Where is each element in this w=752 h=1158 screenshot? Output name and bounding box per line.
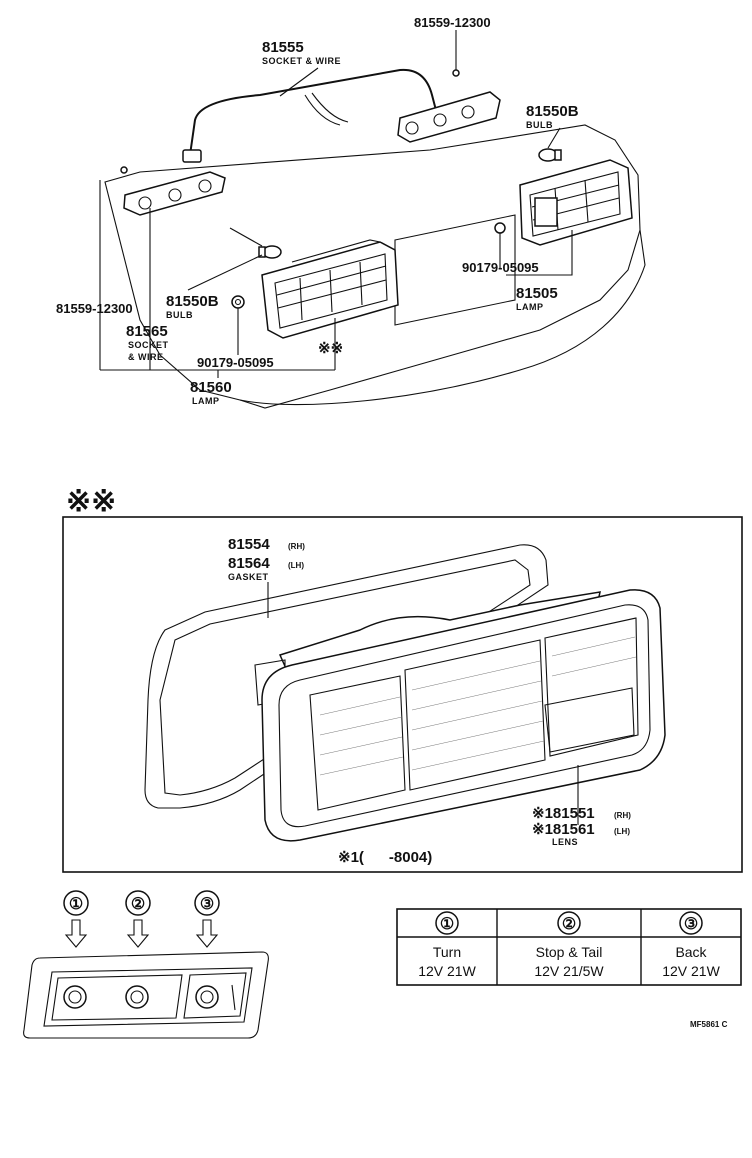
grommet-right <box>494 222 506 234</box>
bulb-right <box>538 148 562 162</box>
detail-exploded-lamp <box>144 544 666 842</box>
car-body-outline <box>104 124 641 409</box>
lens-rim <box>261 589 666 842</box>
lens-crosshatch <box>544 687 635 753</box>
label-lens-rh-side: (RH) <box>614 811 631 820</box>
bulb-table: ① ② ③ Turn Stop & Tail Back 12V 21W 12V … <box>396 908 742 986</box>
wire-lead-2 <box>311 92 349 123</box>
caption-81560: LAMP <box>192 396 220 406</box>
leader-lines <box>99 30 573 378</box>
caption-81555: SOCKET & WIRE <box>262 56 341 66</box>
screw-top <box>452 69 460 77</box>
table-cell-rating-2: 12V 21/5W <box>534 963 604 979</box>
label-81550b-right: 81550B <box>526 103 579 120</box>
screw-left <box>120 166 128 174</box>
socket-holder-left <box>123 171 226 216</box>
caption-81565-b: & WIRE <box>128 352 164 362</box>
detail-header-mark: ※※ <box>66 485 116 518</box>
figure-code: MF5861 C <box>690 1020 728 1029</box>
detail-note: ※1( -8004) <box>338 849 432 866</box>
label-gasket-lh: 81564 <box>228 555 270 572</box>
marker-2: ② <box>131 896 145 913</box>
wire-lead-1 <box>304 94 341 126</box>
detail-frame <box>62 516 743 873</box>
socket-position-illustration: ① ② ③ <box>23 890 269 1039</box>
label-81550b-left: 81550B <box>166 293 219 310</box>
lens-segment-3 <box>544 617 639 757</box>
socket-wire-harness <box>189 68 439 156</box>
lens-segment-2 <box>404 639 546 791</box>
caption-gasket: GASKET <box>228 572 269 582</box>
caption-81550b-right: BULB <box>526 120 553 130</box>
trunk-panel-edge <box>239 229 646 406</box>
label-81565: 81565 <box>126 323 168 340</box>
socket-hole-1 <box>63 985 87 1009</box>
label-81559-top: 81559-12300 <box>414 15 491 30</box>
label-81505: 81505 <box>516 285 558 302</box>
socket-plate-outer <box>23 951 269 1039</box>
table-cell-function-3: Back <box>675 944 707 960</box>
table-header-2: ② <box>562 916 576 933</box>
table-cell-function-1: Turn <box>433 944 461 960</box>
arrow-1 <box>64 919 88 948</box>
ref-mark-top: ※※ <box>318 340 343 357</box>
label-gasket-rh: 81554 <box>228 536 270 553</box>
table-cell-function-2: Stop & Tail <box>536 944 603 960</box>
label-81555: 81555 <box>262 39 304 56</box>
bulb-left <box>258 245 282 259</box>
caption-81565-a: SOCKET <box>128 340 169 350</box>
label-lens-rh: ※181551 <box>532 805 595 822</box>
label-81560: 81560 <box>190 379 232 396</box>
table-header-1: ① <box>440 916 454 933</box>
lens-segment-1 <box>309 675 406 811</box>
label-81559-left: 81559-12300 <box>56 301 133 316</box>
caption-81505: LAMP <box>516 302 544 312</box>
grommet-left <box>231 295 245 309</box>
label-gasket-rh-side: (RH) <box>288 542 305 551</box>
lens-texture <box>319 636 637 776</box>
label-gasket-lh-side: (LH) <box>288 561 304 570</box>
socket-holder-upper <box>397 91 501 143</box>
caption-lens: LENS <box>552 837 578 847</box>
socket-hole-2 <box>125 985 149 1009</box>
label-90179-left: 90179-05095 <box>197 355 274 370</box>
table-cell-rating-1: 12V 21W <box>418 963 476 979</box>
lamp-left <box>261 239 399 339</box>
arrow-3 <box>195 919 219 948</box>
marker-1: ① <box>69 896 83 913</box>
table-header-3: ③ <box>684 916 698 933</box>
wire-connector <box>182 149 202 163</box>
caption-81550b-left: BULB <box>166 310 193 320</box>
label-lens-lh: ※181561 <box>532 821 595 838</box>
table-cell-rating-3: 12V 21W <box>662 963 720 979</box>
label-lens-lh-side: (LH) <box>614 827 630 836</box>
socket-plate-inner <box>43 967 253 1027</box>
socket-hole-3 <box>195 985 219 1009</box>
label-90179-right: 90179-05095 <box>462 260 539 275</box>
arrow-2 <box>126 919 150 948</box>
exploded-view: 81559-12300 81555 SOCKET & WIRE 81550B B… <box>56 15 646 409</box>
marker-3: ③ <box>200 896 214 913</box>
gasket-outline <box>144 544 549 809</box>
lamp-right <box>519 159 633 246</box>
